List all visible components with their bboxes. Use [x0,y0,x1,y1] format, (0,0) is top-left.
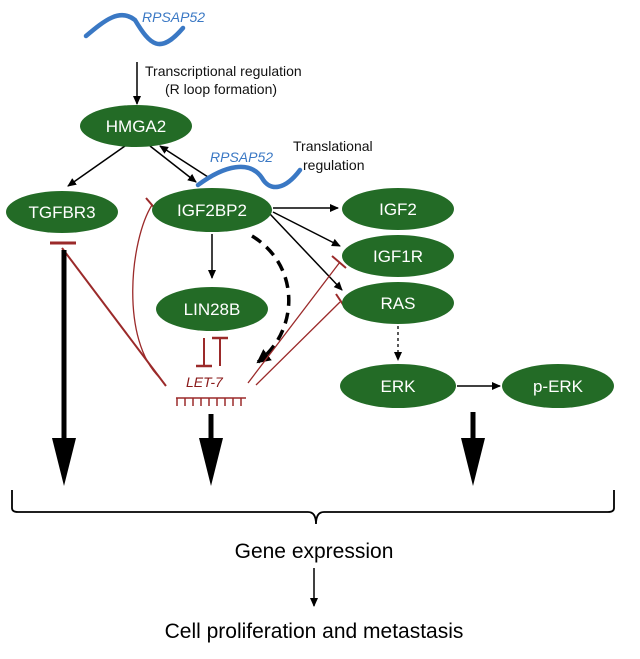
big-arrow-let7 [199,414,223,486]
node-p-erk-label: p-ERK [533,377,584,396]
outcome-label: Cell proliferation and metastasis [165,620,464,643]
translational-label-line1: Translational [293,138,373,154]
arrow-hmga2-to-tgfbr3 [67,145,126,187]
inhibit-let7-to-igf1r [247,261,341,384]
node-tgfbr3-label: TGFBR3 [28,203,95,222]
node-lin28b: LIN28B [156,287,268,331]
let7-mirna-icon [176,397,246,406]
inhibit-bar-igf1r [331,255,347,269]
node-igf1r-label: IGF1R [373,247,423,266]
node-ras: RAS [342,282,454,324]
node-igf2-label: IGF2 [379,200,417,219]
rpsap52-top-label: RPSAP52 [142,9,205,25]
node-igf2bp2-label: IGF2BP2 [177,201,247,220]
arrow-igf2bp2-to-igf1r [272,211,341,247]
node-lin28b-label: LIN28B [184,300,241,319]
node-erk: ERK [340,364,456,408]
arrow-hmga2-to-igf2bp2 [149,145,197,183]
node-ras-label: RAS [381,294,416,313]
node-p-erk: p-ERK [502,364,614,408]
arrow-igf2bp2-to-hmga2 [159,145,209,178]
rpsap52-rna-top-icon [83,12,186,47]
inhibit-let7-to-tgfbr3 [61,247,167,387]
node-hmga2: HMGA2 [80,105,192,147]
let7-label: LET-7 [186,374,224,390]
big-arrow-tgfbr3 [52,250,76,486]
node-igf2bp2: IGF2BP2 [152,188,272,232]
transcriptional-label-line1: Transcriptional regulation [145,63,302,79]
gene-expression-label: Gene expression [235,540,394,563]
node-igf1r: IGF1R [342,235,454,277]
inhibit-let7-to-igf2bp2 [132,204,161,379]
translational-label-line2: regulation [303,157,365,173]
arrow-igf2bp2-to-ras [269,213,343,291]
node-hmga2-label: HMGA2 [106,117,166,136]
rpsap52-rna-mid-icon [195,164,303,190]
gene-expression-brace [11,490,615,525]
dashed-arrow-igf2bp2-to-let7 [251,234,291,364]
big-arrow-erk [461,412,485,486]
transcriptional-label-line2: (R loop formation) [165,81,277,97]
node-erk-label: ERK [381,377,417,396]
node-igf2: IGF2 [342,188,454,230]
inhibit-let7-to-ras [255,301,341,386]
rpsap52-mid-label: RPSAP52 [210,149,273,165]
node-tgfbr3: TGFBR3 [6,191,118,233]
